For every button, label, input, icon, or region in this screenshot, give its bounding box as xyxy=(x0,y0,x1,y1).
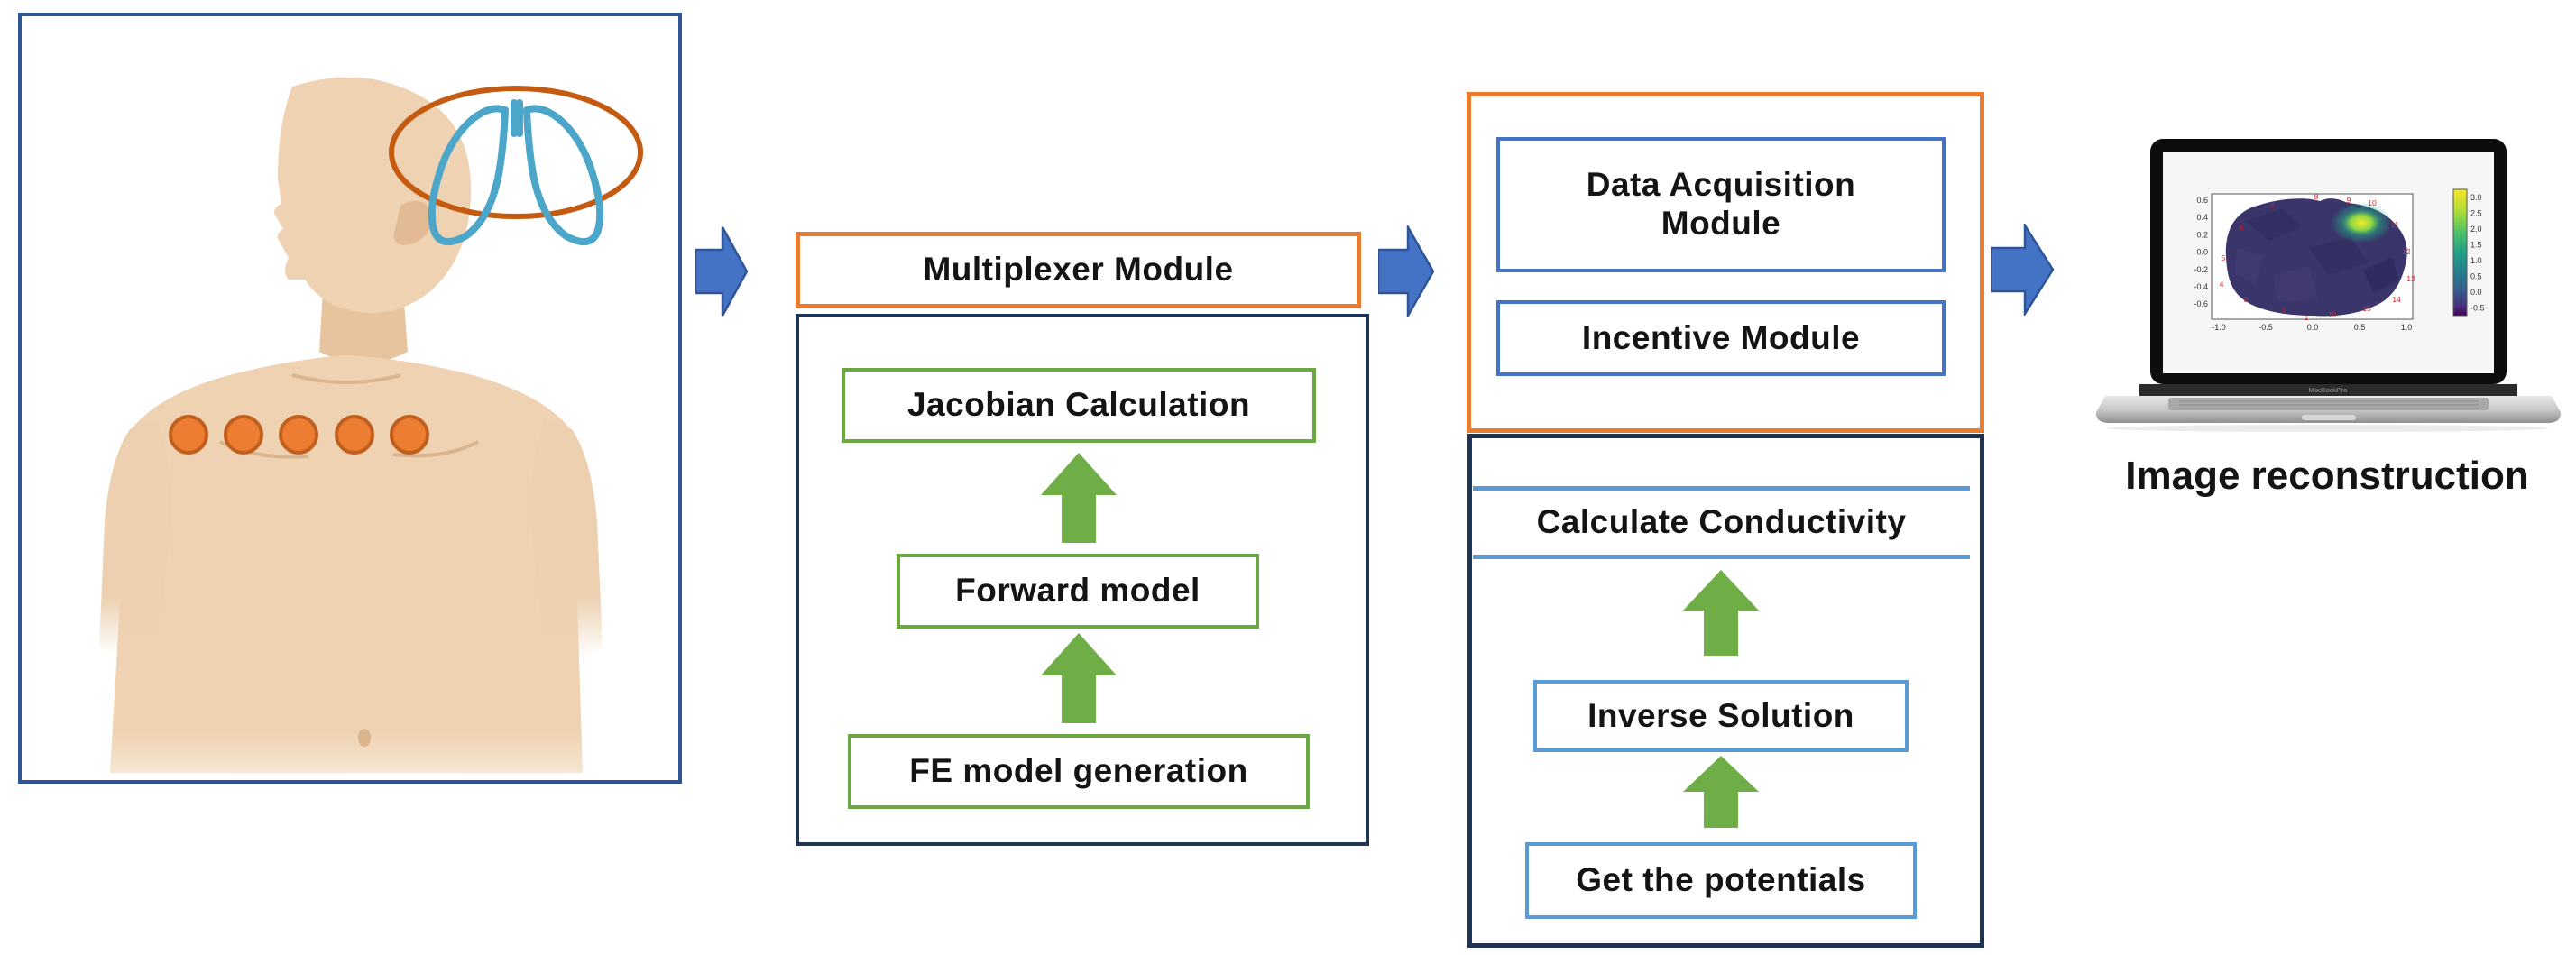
svg-text:6: 6 xyxy=(2240,224,2244,233)
incentive-module-box: Incentive Module xyxy=(1496,300,1946,376)
svg-text:11: 11 xyxy=(2391,220,2399,229)
section-divider xyxy=(1473,486,1970,491)
svg-text:16: 16 xyxy=(2328,310,2337,319)
data-acquisition-module-box: Data Acquisition Module xyxy=(1496,137,1946,272)
electrode-dot-icon xyxy=(390,415,429,455)
inverse-solution-box: Inverse Solution xyxy=(1533,680,1909,752)
section-divider xyxy=(1473,555,1970,559)
svg-text:14: 14 xyxy=(2392,295,2401,304)
jacobian-calculation-label: Jacobian Calculation xyxy=(906,386,1251,424)
svg-text:3: 3 xyxy=(2244,295,2249,304)
svg-text:13: 13 xyxy=(2406,274,2415,283)
eit-reconstruction-plot: 0.6 0.4 0.2 0.0 -0.2 -0.4 -0.6 -1.0 -0.5 0.0 0.5 1… xyxy=(2194,188,2485,332)
image-reconstruction-label: Image reconstruction xyxy=(2125,453,2529,498)
svg-text:8: 8 xyxy=(2314,192,2319,201)
lungs-icon xyxy=(428,99,604,245)
flow-arrow-up-icon xyxy=(1683,570,1759,656)
electrode-dot-icon xyxy=(279,415,318,455)
flow-arrow-up-icon xyxy=(1683,756,1759,828)
laptop-hinge xyxy=(2139,384,2517,396)
svg-text:10: 10 xyxy=(2368,198,2377,207)
image-reconstruction-caption: Image reconstruction xyxy=(2084,449,2571,503)
svg-text:0.5: 0.5 xyxy=(2354,323,2366,332)
svg-text:7: 7 xyxy=(2270,201,2275,210)
chest-ellipse-icon xyxy=(389,86,643,219)
conductivity-hotspot xyxy=(2331,202,2392,243)
svg-text:0.6: 0.6 xyxy=(2196,196,2208,205)
svg-text:-0.2: -0.2 xyxy=(2194,265,2208,274)
data-acquisition-line2: Module xyxy=(1661,205,1781,242)
colorbar xyxy=(2452,188,2468,317)
svg-text:-1.0: -1.0 xyxy=(2212,323,2226,332)
multiplexer-module-box: Multiplexer Module xyxy=(796,232,1361,308)
svg-text:9: 9 xyxy=(2347,196,2351,205)
incentive-module-label: Incentive Module xyxy=(1581,318,1861,356)
flow-arrow-up-icon xyxy=(1041,633,1117,723)
flow-arrow-right-icon xyxy=(695,226,748,317)
forward-model-box: Forward model xyxy=(897,554,1259,629)
electrode-dot-icon xyxy=(335,415,374,455)
get-the-potentials-box: Get the potentials xyxy=(1525,842,1917,919)
electrode-dot-icon xyxy=(224,415,263,455)
svg-text:0.5: 0.5 xyxy=(2470,272,2482,281)
laptop-brand-label: MacBookPro xyxy=(2309,386,2348,394)
person-torso-icon xyxy=(99,77,643,773)
svg-text:2: 2 xyxy=(2282,307,2286,316)
multiplexer-module-label: Multiplexer Module xyxy=(923,251,1234,289)
svg-text:2.0: 2.0 xyxy=(2470,225,2482,234)
svg-text:2.5: 2.5 xyxy=(2470,209,2482,218)
svg-text:0.2: 0.2 xyxy=(2196,230,2208,239)
svg-text:1.0: 1.0 xyxy=(2470,256,2482,265)
fe-model-generation-box: FE model generation xyxy=(848,734,1310,809)
svg-text:1: 1 xyxy=(2305,313,2309,322)
svg-text:-0.5: -0.5 xyxy=(2470,304,2485,313)
data-acquisition-line1: Data Acquisition xyxy=(1586,166,1856,204)
forward-model-label: Forward model xyxy=(955,572,1201,610)
svg-text:-0.5: -0.5 xyxy=(2259,323,2273,332)
svg-text:3.0: 3.0 xyxy=(2470,193,2482,202)
electrode-dot-icon xyxy=(169,415,429,455)
patient-panel xyxy=(18,13,682,784)
svg-text:15: 15 xyxy=(2362,304,2371,313)
svg-text:0.0: 0.0 xyxy=(2470,288,2482,297)
inverse-solution-label: Inverse Solution xyxy=(1587,696,1854,734)
laptop-icon: 0.6 0.4 0.2 0.0 -0.2 -0.4 -0.6 -1.0 -0.5 0.0 0.5 1… xyxy=(2095,139,2562,432)
svg-text:5: 5 xyxy=(2222,253,2226,262)
svg-text:0.0: 0.0 xyxy=(2196,248,2208,257)
calculate-conductivity-section: Calculate Conductivity xyxy=(1479,490,1964,555)
electrode-dot-icon xyxy=(169,415,208,455)
fe-model-generation-label: FE model generation xyxy=(909,752,1248,790)
flow-arrow-right-icon xyxy=(1378,225,1434,317)
svg-text:-0.4: -0.4 xyxy=(2194,282,2208,291)
svg-text:4: 4 xyxy=(2220,280,2224,289)
svg-text:0.4: 0.4 xyxy=(2196,213,2208,222)
svg-text:1.5: 1.5 xyxy=(2470,241,2482,250)
svg-text:12: 12 xyxy=(2402,247,2411,256)
get-the-potentials-label: Get the potentials xyxy=(1576,861,1866,899)
jacobian-calculation-box: Jacobian Calculation xyxy=(842,368,1316,443)
flow-arrow-up-icon xyxy=(1041,453,1117,543)
svg-text:0.0: 0.0 xyxy=(2307,323,2319,332)
svg-text:1.0: 1.0 xyxy=(2401,323,2413,332)
svg-text:-0.6: -0.6 xyxy=(2194,299,2208,308)
calculate-conductivity-label: Calculate Conductivity xyxy=(1536,502,1907,540)
flow-arrow-right-icon xyxy=(1991,224,2054,316)
electrode-numbers: 8 9 10 7 11 6 12 5 13 4 14 3 15 2 16 1 xyxy=(2220,192,2415,322)
